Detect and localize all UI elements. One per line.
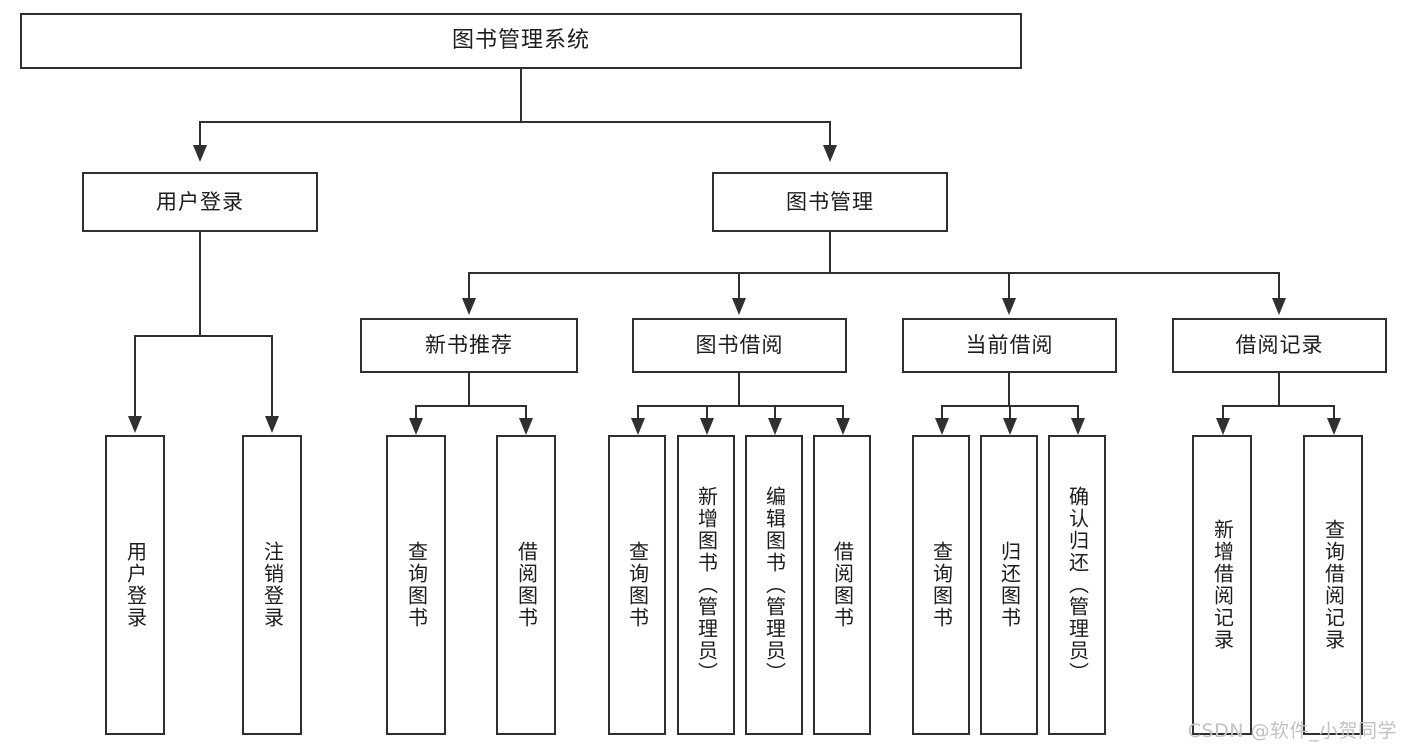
connector-user-login-stem bbox=[199, 232, 201, 336]
node-label: 注销登录 bbox=[260, 541, 285, 629]
connector-book-borrow-drop-2 bbox=[706, 405, 708, 420]
node-label: 借阅图书 bbox=[514, 541, 539, 629]
arrowhead-leaf-borrow-book-2 bbox=[836, 418, 850, 435]
connector-borrow-record-stem bbox=[1278, 373, 1280, 407]
connector-current-borrow-drop-1 bbox=[941, 405, 943, 420]
node-label: 新增图书（管理员） bbox=[694, 486, 719, 684]
connector-borrow-record-drop-2 bbox=[1333, 405, 1335, 420]
connector-new-book-recommend-bus bbox=[415, 405, 527, 407]
node-label: 编辑图书（管理员） bbox=[762, 486, 787, 684]
connector-root-to-user-login bbox=[199, 121, 201, 147]
connector-borrow-record-drop-1 bbox=[1222, 405, 1224, 420]
arrowhead-leaf-query-book-3 bbox=[935, 418, 949, 435]
node-borrow-record[interactable]: 借阅记录 bbox=[1172, 318, 1387, 373]
node-leaf-borrow-book-1[interactable]: 借阅图书 bbox=[496, 435, 556, 735]
connector-to-borrow-record bbox=[1278, 272, 1280, 300]
node-label: 归还图书 bbox=[997, 541, 1022, 629]
node-book-manage[interactable]: 图书管理 bbox=[712, 172, 948, 232]
node-leaf-logout[interactable]: 注销登录 bbox=[242, 435, 302, 735]
node-label: 用户登录 bbox=[156, 189, 244, 214]
node-label: 用户登录 bbox=[123, 541, 148, 629]
node-book-borrow[interactable]: 图书借阅 bbox=[632, 318, 847, 373]
connector-to-book-borrow bbox=[738, 272, 740, 300]
arrowhead-borrow-record bbox=[1272, 298, 1286, 315]
connector-new-book-recommend-drop-2 bbox=[525, 405, 527, 420]
connector-current-borrow-drop-2 bbox=[1009, 405, 1011, 420]
arrowhead-leaf-user-login bbox=[128, 416, 142, 433]
connector-root-to-book-manage bbox=[829, 121, 831, 147]
node-label: 查询借阅记录 bbox=[1321, 519, 1346, 651]
connector-new-book-recommend-drop-1 bbox=[415, 405, 417, 420]
connector-book-borrow-drop-4 bbox=[842, 405, 844, 420]
arrowhead-book-manage bbox=[823, 145, 837, 162]
arrowhead-leaf-add-book bbox=[700, 418, 714, 435]
node-leaf-return-book[interactable]: 归还图书 bbox=[980, 435, 1038, 735]
node-leaf-borrow-book-2[interactable]: 借阅图书 bbox=[813, 435, 871, 735]
node-current-borrow[interactable]: 当前借阅 bbox=[902, 318, 1117, 373]
node-root-system[interactable]: 图书管理系统 bbox=[20, 13, 1022, 69]
connector-to-current-borrow bbox=[1008, 272, 1010, 300]
arrowhead-current-borrow bbox=[1002, 298, 1016, 315]
node-leaf-user-login[interactable]: 用户登录 bbox=[105, 435, 165, 735]
node-leaf-query-book-1[interactable]: 查询图书 bbox=[386, 435, 446, 735]
watermark-text: CSDN @软件_小贺同学 bbox=[1187, 720, 1397, 742]
node-label: 图书借阅 bbox=[695, 333, 784, 358]
arrowhead-book-borrow bbox=[732, 298, 746, 315]
node-leaf-query-record[interactable]: 查询借阅记录 bbox=[1303, 435, 1363, 735]
arrowhead-leaf-confirm-return bbox=[1071, 418, 1085, 435]
node-label: 借阅图书 bbox=[830, 541, 855, 629]
arrowhead-leaf-query-book-1 bbox=[409, 418, 423, 435]
node-label: 确认归还（管理员） bbox=[1065, 486, 1090, 684]
node-leaf-query-book-2[interactable]: 查询图书 bbox=[608, 435, 666, 735]
node-user-login[interactable]: 用户登录 bbox=[82, 172, 318, 232]
arrowhead-leaf-edit-book bbox=[768, 418, 782, 435]
node-label: 当前借阅 bbox=[965, 333, 1054, 358]
arrowhead-new-book-recommend bbox=[462, 298, 476, 315]
arrowhead-leaf-add-record bbox=[1216, 418, 1230, 435]
arrowhead-user-login bbox=[193, 145, 207, 162]
node-label: 新书推荐 bbox=[425, 333, 513, 358]
connector-book-manage-bus bbox=[468, 272, 1279, 274]
connector-book-borrow-stem bbox=[738, 373, 740, 407]
connector-current-borrow-drop-3 bbox=[1077, 405, 1079, 420]
node-label: 图书管理系统 bbox=[451, 28, 590, 54]
node-new-book-recommend[interactable]: 新书推荐 bbox=[360, 318, 578, 373]
node-leaf-edit-book[interactable]: 编辑图书（管理员） bbox=[745, 435, 803, 735]
connector-new-book-recommend-stem bbox=[468, 373, 470, 407]
node-leaf-query-book-3[interactable]: 查询图书 bbox=[912, 435, 970, 735]
connector-current-borrow-stem bbox=[1008, 373, 1010, 407]
node-leaf-add-record[interactable]: 新增借阅记录 bbox=[1192, 435, 1252, 735]
arrowhead-leaf-logout bbox=[265, 416, 279, 433]
node-label: 图书管理 bbox=[786, 189, 874, 214]
connector-book-borrow-drop-1 bbox=[637, 405, 639, 420]
arrowhead-leaf-borrow-book-1 bbox=[519, 418, 533, 435]
node-leaf-add-book[interactable]: 新增图书（管理员） bbox=[677, 435, 735, 735]
node-label: 借阅记录 bbox=[1235, 333, 1324, 358]
node-label: 查询图书 bbox=[625, 541, 650, 629]
node-label: 查询图书 bbox=[929, 541, 954, 629]
connector-to-new-book-recommend bbox=[468, 272, 470, 300]
connector-user-login-drop-1 bbox=[134, 335, 136, 418]
connector-borrow-record-bus bbox=[1222, 405, 1335, 407]
connector-book-borrow-drop-3 bbox=[774, 405, 776, 420]
connector-user-login-bus bbox=[134, 335, 273, 337]
connector-user-login-drop-2 bbox=[271, 335, 273, 418]
node-leaf-confirm-return[interactable]: 确认归还（管理员） bbox=[1048, 435, 1106, 735]
connector-root-bus bbox=[199, 121, 831, 123]
connector-book-manage-stem bbox=[829, 232, 831, 273]
arrowhead-leaf-return-book bbox=[1003, 418, 1017, 435]
connector-root-stem bbox=[520, 69, 522, 122]
connector-book-borrow-bus bbox=[637, 405, 843, 407]
node-label: 新增借阅记录 bbox=[1210, 519, 1235, 651]
arrowhead-leaf-query-book-2 bbox=[631, 418, 645, 435]
node-label: 查询图书 bbox=[404, 541, 429, 629]
arrowhead-leaf-query-record bbox=[1327, 418, 1341, 435]
